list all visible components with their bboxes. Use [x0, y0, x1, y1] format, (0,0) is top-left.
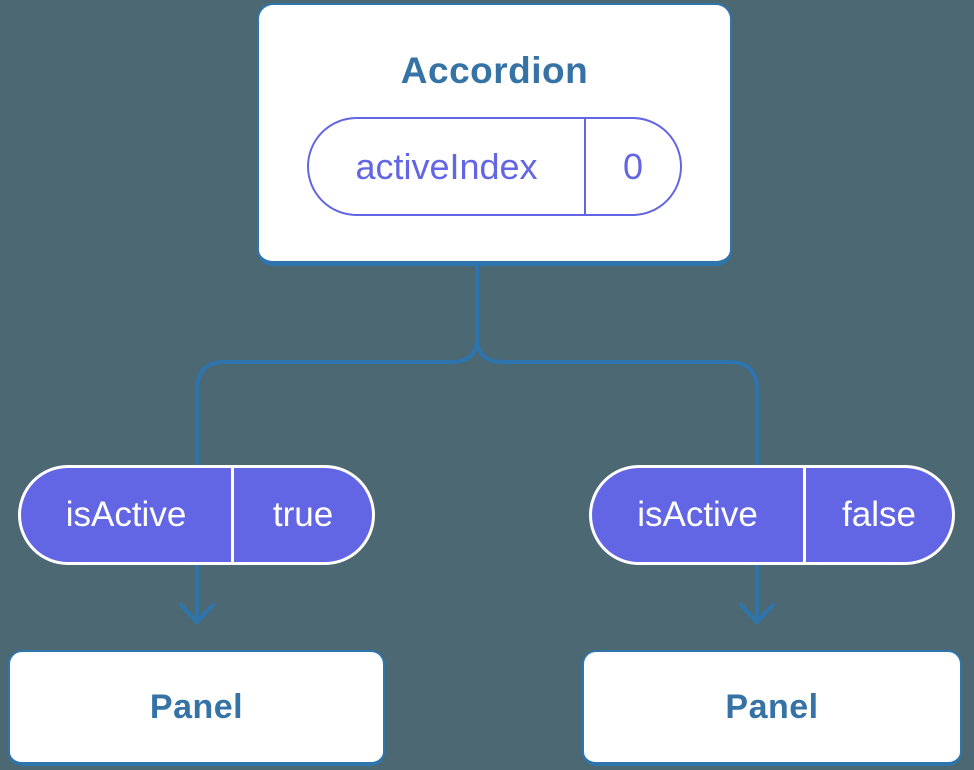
accordion-node-title: Accordion — [400, 50, 589, 91]
prop-label: isActive — [637, 495, 758, 534]
pill-divider — [231, 468, 234, 562]
panel-node-title: Panel — [725, 687, 819, 726]
panel-node-right: Panel — [582, 650, 962, 766]
arrow-down-left-icon — [179, 561, 215, 624]
pill-divider — [584, 119, 586, 214]
connector-branch-left — [195, 264, 479, 467]
prop-label: isActive — [65, 495, 187, 534]
pill-divider — [803, 468, 806, 562]
accordion-node: Accordion activeIndex 0 — [257, 3, 732, 266]
prop-value: false — [842, 495, 916, 534]
state-pill-activeindex: activeIndex 0 — [307, 117, 682, 216]
panel-node-title: Panel — [149, 687, 244, 726]
prop-value: true — [272, 495, 334, 534]
state-value: 0 — [622, 145, 644, 187]
state-label: activeIndex — [355, 145, 538, 187]
connector-branch-right — [475, 337, 759, 467]
panel-node-left: Panel — [8, 650, 385, 766]
prop-pill-isactive-false: isActive false — [589, 465, 955, 565]
arrow-down-right-icon — [739, 561, 775, 624]
prop-pill-isactive-true: isActive true — [18, 465, 375, 565]
